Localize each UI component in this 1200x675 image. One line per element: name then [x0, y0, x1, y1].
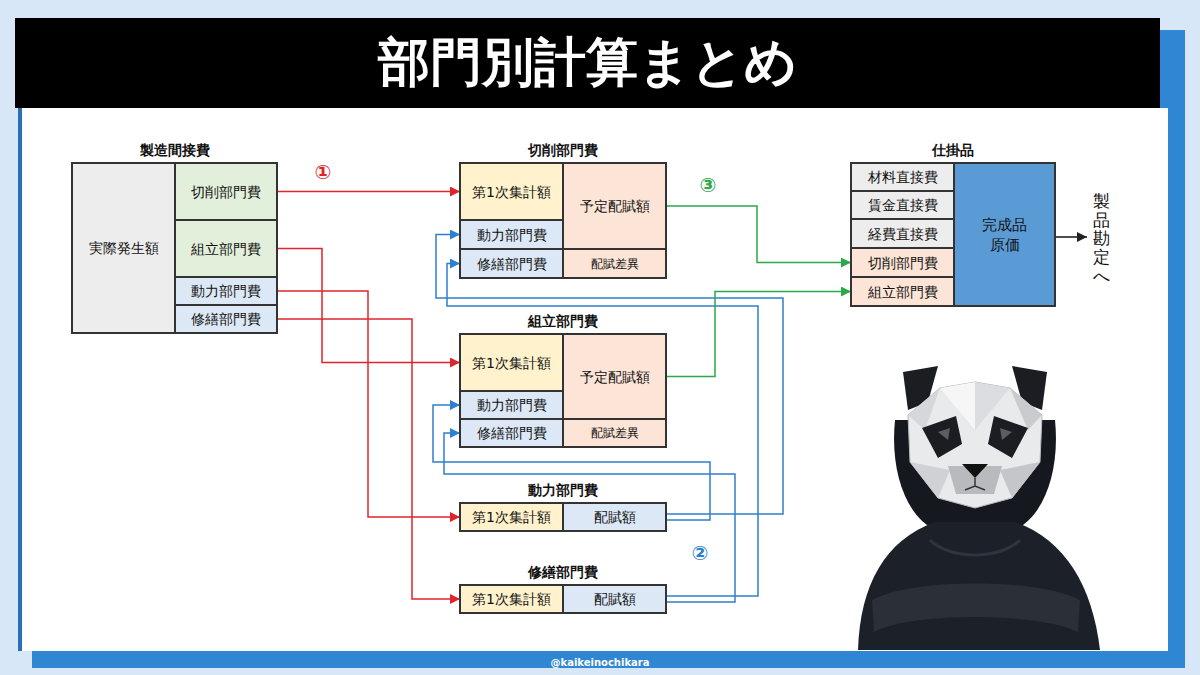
account-cell: 動力部門費 — [460, 220, 563, 249]
account-cell: 材料直接費 — [851, 163, 954, 191]
cell-label: 動力部門費 — [477, 397, 547, 413]
account-cell: 配賦額 — [563, 503, 666, 531]
account-cell: 修繕部門費 — [460, 249, 563, 278]
account-cell: 組立部門費 — [175, 220, 277, 277]
cell-label: 予定配賦額 — [580, 369, 650, 385]
cell-label: 完成品 原価 — [981, 215, 1029, 255]
page-title: 部門別計算まとめ — [378, 28, 797, 98]
flow-connector — [444, 433, 735, 602]
cell-label: 配賦額 — [594, 509, 636, 525]
flow-connector — [666, 206, 851, 263]
cell-label: 修繕部門費 — [477, 425, 547, 441]
cell-label: 動力部門費 — [477, 227, 547, 243]
account-table: 組立部門費第1次集計額予定配賦額動力部門費修繕部門費配賦差異 — [460, 334, 666, 447]
cell-label: 経費直接費 — [868, 226, 938, 242]
account-cell: 第1次集計額 — [460, 334, 563, 391]
account-cell: 組立部門費 — [851, 277, 954, 306]
cell-label: 実際発生額 — [89, 240, 159, 256]
cell-label: 動力部門費 — [191, 283, 261, 299]
cell-label: 第1次集計額 — [472, 509, 551, 525]
crossed-arms — [872, 584, 1080, 633]
cell-label: 予定配賦額 — [580, 198, 650, 214]
cell-label: 第1次集計額 — [472, 184, 551, 200]
hood-string — [930, 540, 1020, 555]
account-title: 修繕部門費 — [460, 564, 666, 580]
account-title: 組立部門費 — [460, 313, 666, 329]
cell-label: 修繕部門費 — [477, 256, 547, 272]
cell-label: 切削部門費 — [868, 255, 938, 271]
nose — [962, 464, 988, 478]
account-title: 切削部門費 — [460, 142, 666, 158]
panda-figure — [858, 366, 1100, 650]
cell-label: 材料直接費 — [868, 169, 938, 185]
account-cell: 修繕部門費 — [175, 305, 277, 333]
eye — [938, 428, 950, 440]
callout-number: ③ — [700, 174, 717, 196]
account-table: 製造間接費実際発生額切削部門費組立部門費動力部門費修繕部門費 — [72, 163, 277, 333]
account-cell: 経費直接費 — [851, 219, 954, 248]
cell-label: 組立部門費 — [868, 284, 938, 300]
account-cell: 第1次集計額 — [460, 503, 563, 531]
watermark: @kaikeinochikara — [551, 657, 650, 668]
account-cell: 配賦額 — [563, 585, 666, 613]
account-cell: 第1次集計額 — [460, 585, 563, 613]
eye-patch — [988, 416, 1028, 458]
eye — [1000, 428, 1012, 440]
account-cell: 第1次集計額 — [460, 163, 563, 220]
head-facet — [910, 462, 950, 498]
cell-label: 配賦額 — [594, 591, 636, 607]
account-cell: 動力部門費 — [175, 277, 277, 305]
flow-connector — [436, 235, 783, 515]
hoodie-body — [858, 522, 1100, 650]
account-cell: 実際発生額 — [72, 163, 175, 333]
flow-connector — [277, 191, 460, 193]
flow-connector — [447, 264, 758, 597]
cell-label: 修繕部門費 — [191, 311, 261, 327]
cell-label: 配賦差異 — [591, 425, 639, 441]
callout-number: ② — [692, 542, 709, 564]
account-table: 動力部門費第1次集計額配賦額 — [460, 503, 666, 531]
eye-patch — [922, 416, 962, 458]
flow-connector — [666, 292, 851, 377]
account-table: 修繕部門費第1次集計額配賦額 — [460, 585, 666, 613]
cell-label: 第1次集計額 — [472, 591, 551, 607]
account-title: 動力部門費 — [460, 482, 666, 498]
account-cell: 動力部門費 — [460, 391, 563, 419]
title-bar: 部門別計算まとめ — [15, 18, 1160, 108]
output-arrow — [1056, 236, 1087, 238]
account-cell: 配賦差異 — [563, 419, 666, 447]
account-cell: 切削部門費 — [175, 163, 277, 220]
account-table: 切削部門費第1次集計額予定配賦額動力部門費修繕部門費配賦差異 — [460, 163, 666, 278]
destination-note: 製品勘定へ — [1093, 192, 1110, 285]
account-cell: 予定配賦額 — [563, 334, 666, 419]
account-cell: 修繕部門費 — [460, 419, 563, 447]
callout-number: ① — [315, 161, 332, 183]
account-cell: 切削部門費 — [851, 248, 954, 277]
account-title: 製造間接費 — [72, 142, 277, 158]
head-facet — [1000, 462, 1040, 498]
cell-label: 切削部門費 — [191, 184, 261, 200]
cell-label: 配賦差異 — [591, 256, 639, 272]
account-cell: 完成品 原価 — [954, 163, 1055, 306]
cell-label: 第1次集計額 — [472, 355, 551, 371]
account-cell: 配賦差異 — [563, 249, 666, 278]
account-cell: 予定配賦額 — [563, 163, 666, 249]
cell-label: 組立部門費 — [191, 241, 261, 257]
account-cell: 賃金直接費 — [851, 191, 954, 219]
account-table: 仕掛品材料直接費賃金直接費経費直接費切削部門費組立部門費完成品 原価 — [851, 163, 1055, 306]
account-title: 仕掛品 — [851, 142, 1055, 158]
flow-connector — [277, 291, 460, 517]
panda-head — [908, 382, 1042, 508]
mouth — [965, 478, 985, 490]
cell-label: 賃金直接費 — [868, 197, 938, 213]
